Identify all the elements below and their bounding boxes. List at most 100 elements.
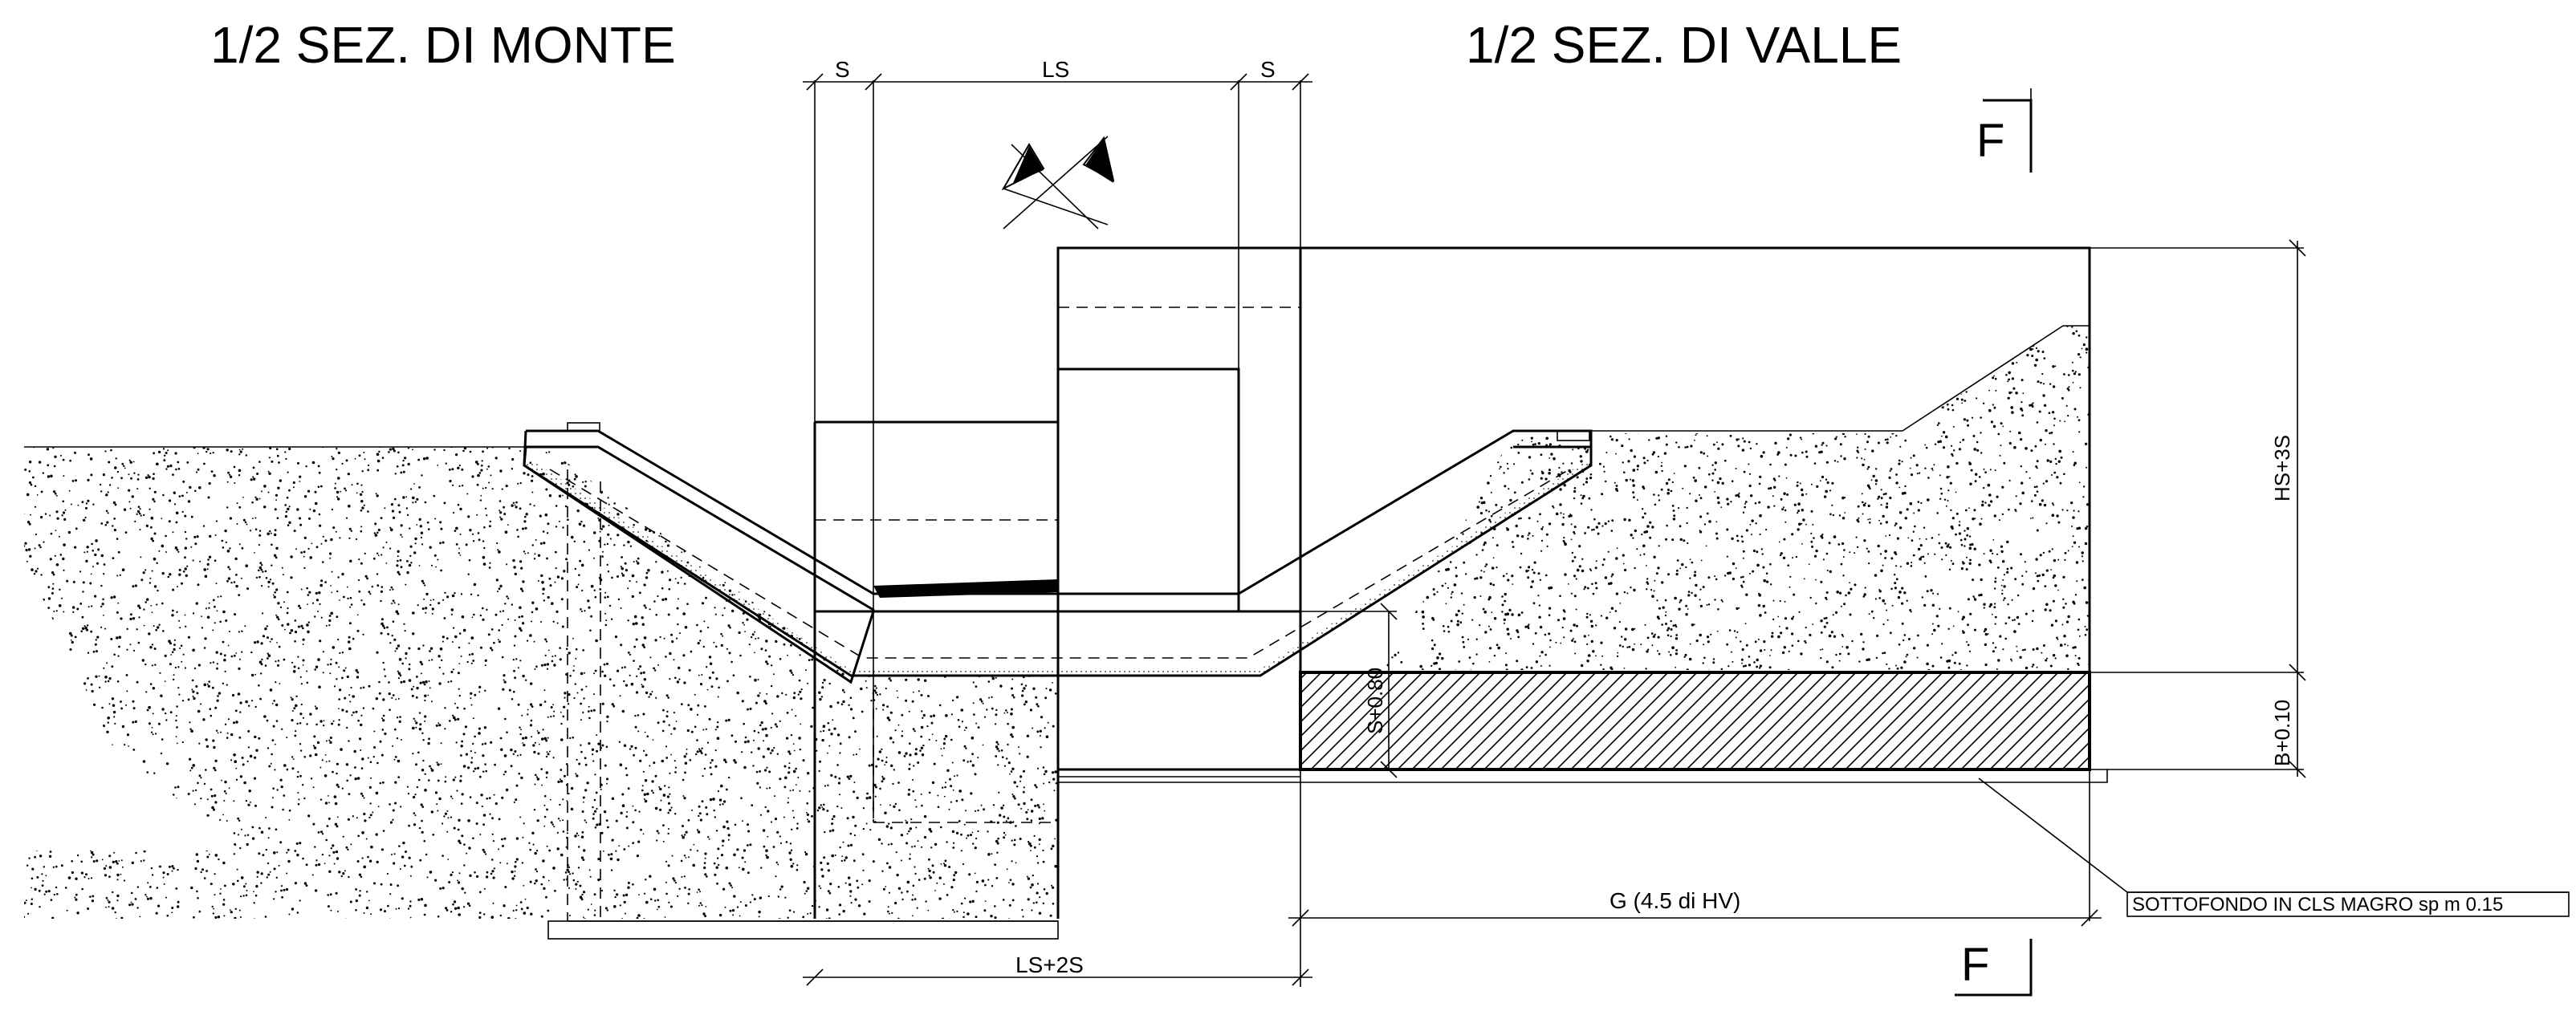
soil-dot	[376, 531, 379, 534]
soil-dot	[131, 495, 134, 498]
soil-dot	[144, 894, 147, 896]
soil-dot	[1053, 790, 1056, 792]
soil-dot	[85, 502, 88, 505]
soil-dot	[370, 845, 373, 849]
soil-dot	[235, 778, 238, 781]
soil-dot	[140, 556, 142, 558]
soil-dot	[818, 769, 820, 773]
soil-dot	[857, 886, 860, 889]
soil-dot	[246, 842, 249, 847]
soil-dot	[640, 828, 642, 831]
soil-dot	[453, 627, 455, 629]
soil-dot	[196, 692, 199, 695]
soil-dot	[88, 826, 91, 829]
soil-dot	[763, 538, 767, 542]
soil-dot	[597, 858, 600, 861]
soil-dot	[437, 763, 440, 766]
soil-dot	[477, 532, 480, 534]
soil-dot	[486, 468, 488, 470]
soil-dot	[309, 556, 313, 559]
soil-dot	[988, 696, 991, 699]
soil-dot	[121, 866, 124, 868]
soil-dot	[1022, 790, 1025, 794]
soil-dot	[722, 614, 724, 617]
soil-dot	[275, 743, 276, 745]
soil-dot	[853, 560, 855, 563]
soil-dot	[491, 817, 494, 820]
soil-dot	[922, 744, 925, 747]
soil-dot	[657, 832, 660, 834]
soil-dot	[879, 458, 881, 461]
soil-dot	[798, 737, 801, 740]
soil-dot	[380, 753, 384, 757]
soil-dot	[166, 465, 169, 468]
soil-dot	[84, 443, 86, 445]
soil-dot	[1034, 648, 1037, 651]
soil-dot	[389, 448, 392, 451]
soil-dot	[344, 918, 347, 919]
soil-dot	[117, 550, 120, 554]
soil-dot	[555, 526, 558, 528]
soil-dot	[154, 664, 157, 666]
soil-dot	[702, 729, 705, 731]
soil-dot	[881, 870, 884, 872]
soil-dot	[143, 787, 147, 790]
soil-dot	[206, 870, 208, 872]
soil-dot	[143, 624, 145, 627]
soil-dot	[451, 798, 454, 800]
soil-dot	[951, 620, 954, 623]
soil-dot	[521, 615, 523, 618]
soil-dot	[544, 513, 548, 517]
soil-dot	[331, 591, 333, 594]
soil-dot	[426, 521, 429, 524]
soil-dot	[307, 630, 310, 634]
soil-dot	[954, 556, 956, 558]
soil-dot	[1008, 494, 1011, 497]
soil-dot	[1023, 687, 1026, 690]
soil-dot	[688, 888, 690, 891]
soil-dot	[206, 855, 210, 859]
soil-dot	[726, 820, 729, 823]
soil-dot	[219, 818, 222, 822]
soil-dot	[643, 583, 646, 587]
soil-dot	[200, 871, 202, 874]
soil-dot	[190, 515, 193, 518]
soil-dot	[763, 845, 766, 848]
soil-dot	[96, 802, 98, 805]
soil-dot	[56, 893, 59, 895]
soil-dot	[120, 838, 123, 841]
soil-dot	[576, 692, 579, 694]
soil-dot	[306, 587, 309, 590]
soil-dot	[1038, 838, 1041, 841]
soil-dot	[121, 568, 125, 571]
soil-dot	[75, 479, 77, 482]
soil-dot	[979, 698, 983, 701]
soil-dot	[899, 627, 901, 629]
soil-dot	[315, 723, 318, 726]
soil-dot	[521, 714, 523, 717]
soil-dot	[891, 639, 893, 643]
soil-dot	[680, 576, 682, 579]
soil-dot	[240, 895, 242, 898]
soil-dot	[853, 782, 856, 783]
soil-dot	[394, 650, 397, 652]
soil-dot	[923, 835, 927, 839]
soil-dot	[168, 499, 172, 502]
soil-dot	[479, 499, 482, 501]
soil-dot	[518, 615, 521, 619]
soil-dot	[501, 623, 503, 627]
soil-dot	[523, 744, 526, 747]
soil-dot	[478, 691, 481, 693]
soil-dot	[314, 668, 317, 671]
soil-dot	[941, 466, 943, 469]
soil-dot	[222, 899, 226, 901]
soil-dot	[718, 913, 722, 917]
soil-dot	[841, 688, 844, 692]
soil-dot	[995, 676, 997, 679]
soil-dot	[206, 814, 210, 817]
soil-dot	[1036, 883, 1040, 885]
soil-dot	[869, 536, 872, 538]
soil-dot	[821, 738, 824, 742]
soil-dot	[112, 891, 114, 894]
soil-dot	[983, 501, 987, 505]
